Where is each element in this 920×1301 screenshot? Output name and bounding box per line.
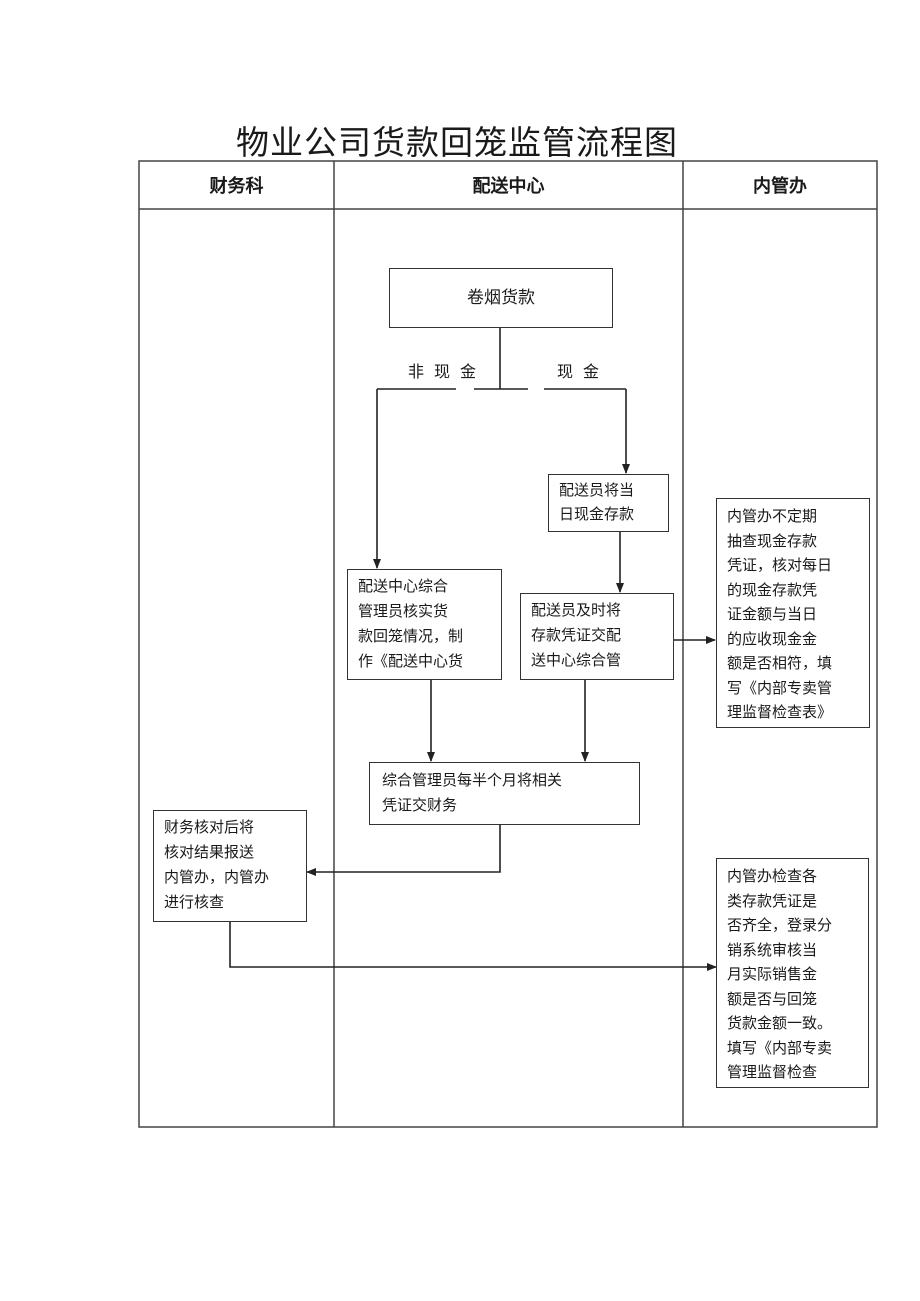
node-start: 卷烟货款 [389,268,613,328]
node-submit-voucher: 配送员及时将 存款凭证交配 送中心综合管 [520,593,674,680]
node-spot-check: 内管办不定期 抽查现金存款 凭证，核对每日 的现金存款凭 证金额与当日 的应收现… [716,498,870,728]
branch-label-cash: 现金 [557,362,610,381]
node-half-month: 综合管理员每半个月将相关 凭证交财务 [369,762,640,825]
swimlane-frame [138,160,878,1128]
arrow-finance-inspect [229,921,717,971]
node-verify: 配送中心综合 管理员核实货 款回笼情况，制 作《配送中心货 [347,569,502,680]
column-header-distribution: 配送中心 [472,176,545,197]
node-inspect: 内管办检查各 类存款凭证是 否齐全，登录分 销系统审核当 月实际销售金 额是否与… [716,858,869,1088]
column-header-internal-control: 内管办 [753,176,807,197]
node-deposit: 配送员将当 日现金存款 [548,474,669,532]
branch-label-noncash: 非现金 [408,362,487,381]
arrow-halfmonth-finance [306,824,501,876]
node-finance-check: 财务核对后将 核对结果报送 内管办，内管办 进行核查 [153,810,307,922]
page-title: 物业公司货款回笼监管流程图 [236,123,678,162]
column-header-finance: 财务科 [209,176,264,197]
